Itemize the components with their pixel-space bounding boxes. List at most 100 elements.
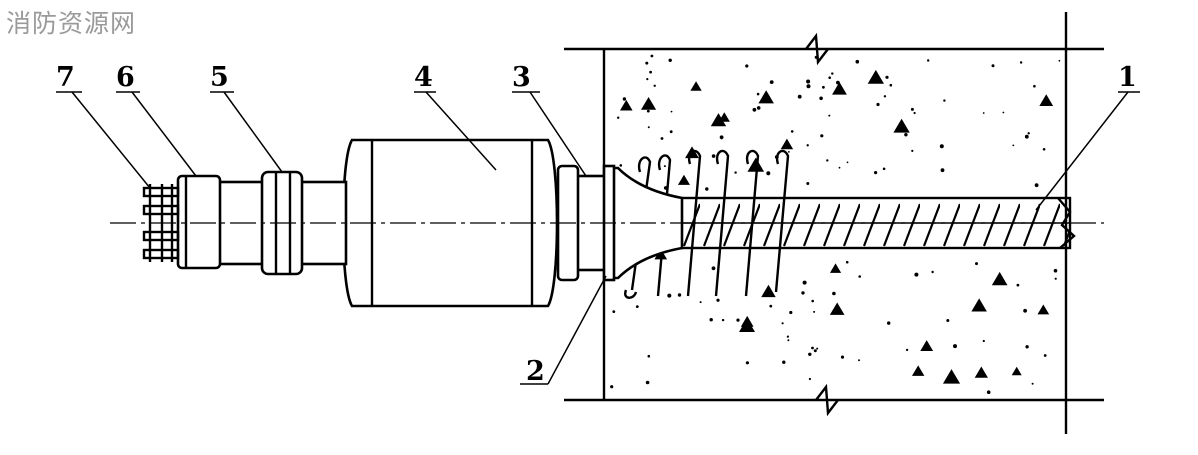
aggregate-dot — [975, 262, 978, 266]
aggregate-dot — [943, 99, 946, 102]
aggregate-stone — [690, 81, 702, 91]
aggregate-dot — [845, 260, 849, 264]
aggregate-dot — [808, 377, 812, 381]
aggregate-stone — [677, 174, 690, 185]
aggregate-stone — [758, 90, 774, 104]
aggregate-dot — [622, 97, 627, 101]
aggregate-dot — [858, 275, 861, 278]
coupling-collar — [176, 174, 222, 270]
aggregate-dot — [797, 94, 802, 99]
aggregate-stone — [832, 81, 847, 95]
aggregate-dot — [788, 151, 790, 153]
aggregate-dot — [931, 270, 934, 274]
aggregate-dot — [828, 76, 831, 79]
aggregate-dot — [660, 137, 664, 140]
aggregate-dot — [766, 171, 771, 176]
aggregate-stone — [974, 366, 988, 378]
aggregate-stone — [867, 69, 884, 84]
aggregate-dot — [855, 59, 860, 64]
aggregate-dot — [1019, 61, 1023, 64]
aggregate-dot — [905, 348, 909, 352]
aggregate-stone — [780, 138, 794, 150]
aggregate-dot — [745, 64, 749, 68]
aggregate-dot — [756, 92, 760, 96]
aggregate-dot — [832, 291, 836, 296]
aggregate-stone — [893, 118, 910, 133]
aggregate-stone — [942, 369, 961, 384]
aggregate-dot — [669, 130, 673, 134]
aggregate-dot — [1042, 148, 1046, 151]
aggregate-dot — [986, 390, 991, 395]
aggregate-dot — [647, 126, 650, 129]
aggregate-dot — [806, 84, 811, 89]
aggregate-dot — [677, 293, 682, 297]
aggregate-dot — [813, 310, 816, 313]
aggregate-dot — [904, 133, 908, 137]
aggregate-dot — [612, 310, 616, 313]
aggregate-stone — [710, 113, 727, 127]
aggregate-dot — [991, 64, 995, 68]
aggregate-dot — [826, 159, 829, 162]
aggregate-dot — [635, 305, 639, 308]
aggregate-dot — [645, 380, 650, 385]
aggregate-stone — [619, 99, 633, 111]
aggregate-dot — [650, 54, 654, 58]
aggregate-dot — [806, 182, 810, 185]
aggregate-dot — [1034, 183, 1039, 188]
aggregate-stone — [829, 302, 845, 315]
aggregate-stone — [718, 112, 730, 122]
aggregate-dot — [610, 385, 614, 389]
aggregate-dot — [789, 310, 793, 315]
aggregate-dot — [846, 161, 849, 164]
aggregate-dot — [911, 149, 914, 152]
aggregate-dot — [734, 171, 737, 174]
aggregate-dot — [1027, 132, 1030, 135]
concrete-aggregate — [610, 54, 1061, 395]
callout-6: 6 — [116, 62, 135, 93]
aggregate-dot — [716, 298, 720, 302]
aggregate-dot — [813, 349, 817, 353]
aggregate-dot — [816, 347, 819, 350]
aggregate-dot — [939, 144, 944, 149]
aggregate-dot — [782, 360, 786, 364]
callout-2: 2 — [526, 356, 545, 387]
aggregate-stone — [761, 284, 776, 298]
aggregate-dot — [820, 134, 824, 138]
aggregate-dot — [647, 354, 651, 358]
aggregate-dot — [705, 187, 709, 191]
aggregate-dot — [806, 79, 811, 84]
aggregate-dot — [769, 80, 774, 84]
aggregate-stone — [991, 271, 1008, 286]
aggregate-dot — [831, 72, 834, 75]
aggregate-dot — [711, 266, 716, 271]
callout-3: 3 — [512, 62, 531, 93]
aggregate-dot — [1012, 144, 1015, 147]
aggregate-dot — [1002, 111, 1005, 114]
aggregate-dot — [670, 110, 673, 113]
aggregate-dot — [736, 318, 740, 322]
aggregate-dot — [786, 335, 790, 338]
aggregate-dot — [840, 355, 845, 359]
callout-1: 1 — [1118, 62, 1137, 93]
aggregate-dot — [885, 75, 889, 79]
aggregate-dot — [822, 85, 825, 89]
aggregate-dot — [787, 339, 790, 342]
aggregate-stone — [1039, 94, 1054, 106]
leader-lines — [56, 91, 1140, 385]
aggregate-dot — [790, 130, 794, 133]
callout-7: 7 — [56, 62, 75, 93]
aggregate-dot — [653, 84, 656, 88]
aggregate-dot — [1053, 268, 1058, 273]
aggregate-dot — [811, 299, 814, 303]
aggregate-stone — [920, 340, 934, 352]
aggregate-dot — [617, 116, 620, 119]
aggregate-dot — [882, 167, 886, 171]
aggregate-stone — [747, 157, 765, 172]
aggregate-dot — [806, 144, 809, 147]
aggregate-dot — [646, 78, 649, 81]
aggregate-dot — [808, 352, 812, 356]
aggregate-dot — [668, 58, 672, 62]
callout-5: 5 — [210, 62, 229, 93]
aggregate-dot — [819, 96, 823, 101]
